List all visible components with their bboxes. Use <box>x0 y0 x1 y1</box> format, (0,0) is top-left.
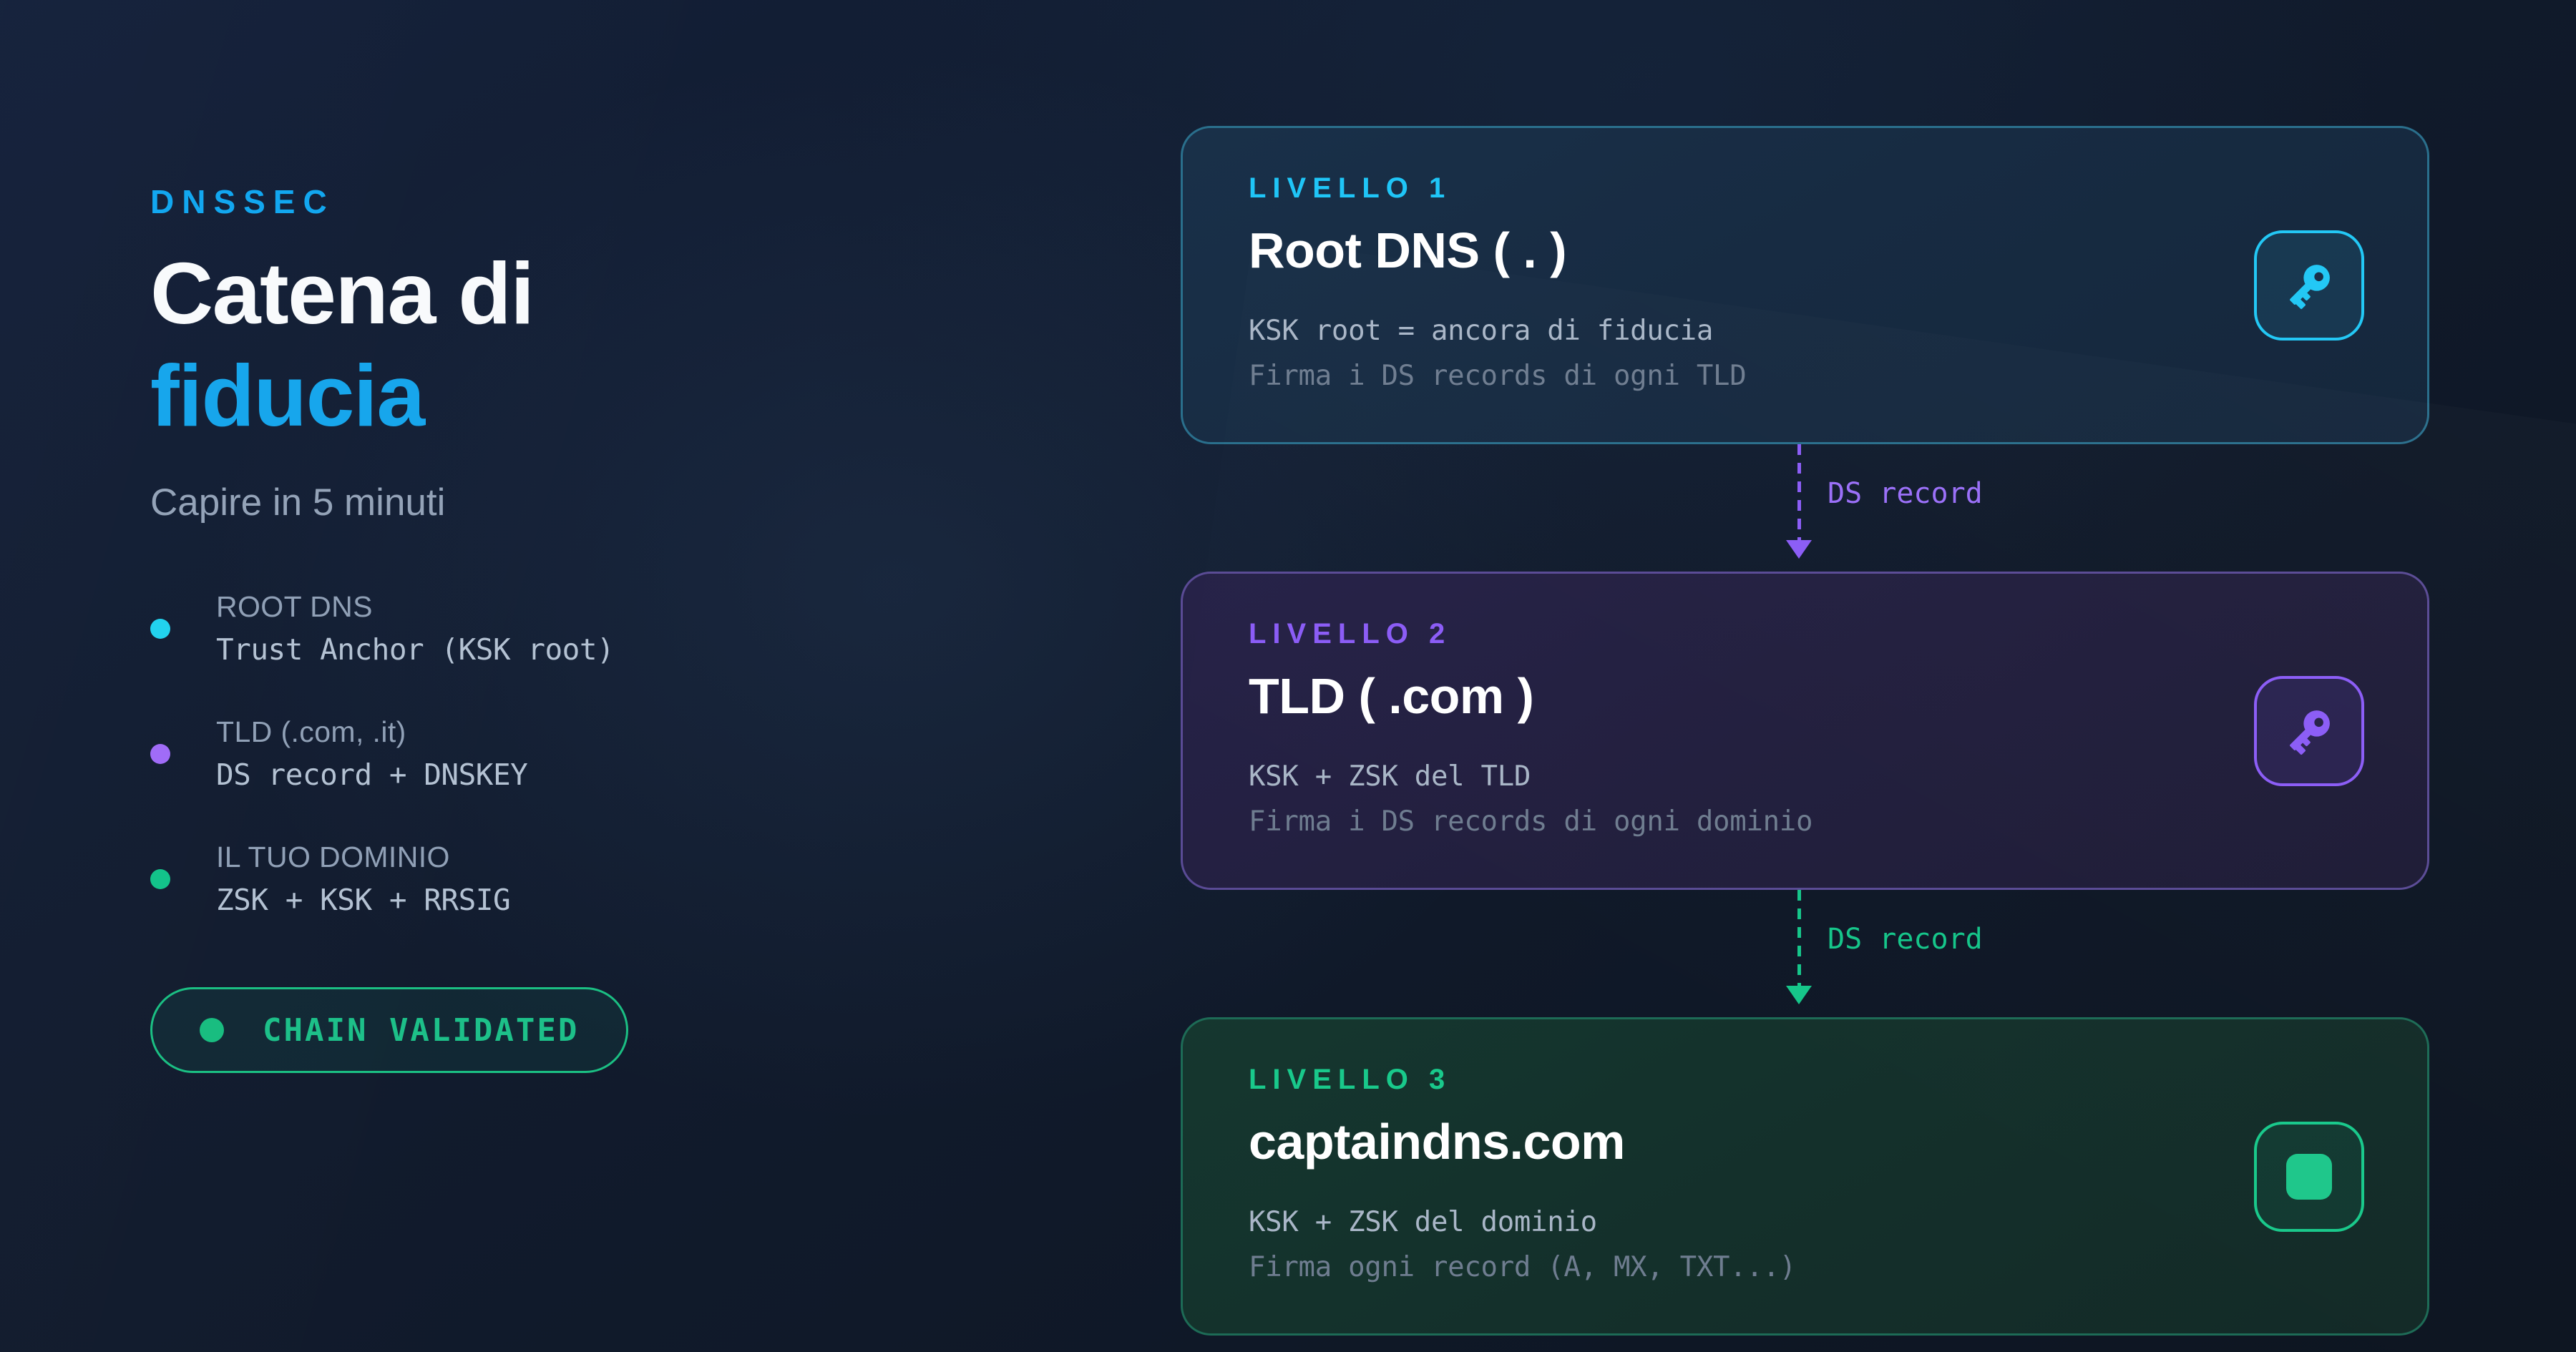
page-title: Catena di fiducia <box>150 243 1038 446</box>
card-icon-frame <box>2254 675 2364 786</box>
card-icon-frame <box>2254 1121 2364 1232</box>
bullet-dot-tld <box>150 743 170 764</box>
title-line-1: Catena di <box>150 245 535 342</box>
list-item: ROOT DNS Trust Anchor (KSK root) <box>150 590 1038 667</box>
card-level-label: LIVELLO 3 <box>1249 1064 1452 1095</box>
hero-panel: DNSSEC Catena di fiducia Capire in 5 min… <box>150 182 1038 1074</box>
connector-label: DS record <box>1828 923 1983 956</box>
chain-card-level-2[interactable]: LIVELLO 2 TLD ( .com ) KSK + ZSK del TLD… <box>1181 572 2429 890</box>
status-dot-icon <box>200 1018 224 1043</box>
connector-arrow-icon <box>1786 986 1812 1004</box>
card-title: captaindns.com <box>1249 1114 1625 1170</box>
card-level-label: LIVELLO 2 <box>1249 618 1452 650</box>
list-item-subtitle: ZSK + KSK + RRSIG <box>216 883 511 918</box>
chain-card-level-1[interactable]: LIVELLO 1 Root DNS ( . ) KSK root = anco… <box>1181 126 2429 444</box>
card-icon-frame <box>2254 230 2364 341</box>
status-badge-label: CHAIN VALIDATED <box>263 1011 580 1049</box>
status-badge[interactable]: CHAIN VALIDATED <box>150 987 629 1074</box>
card-detail-primary: KSK + ZSK del dominio <box>1249 1206 1597 1238</box>
connector-arrow-icon <box>1786 540 1812 559</box>
key-icon <box>2290 710 2330 755</box>
connector-line <box>1797 444 1801 542</box>
list-item-title: TLD (.com, .it) <box>216 715 406 749</box>
list-item-title: ROOT DNS <box>216 590 373 624</box>
chain-card-level-3[interactable]: LIVELLO 3 captaindns.com KSK + ZSK del d… <box>1181 1017 2429 1336</box>
title-line-2: fiducia <box>150 346 425 444</box>
card-detail-primary: KSK root = ancora di fiducia <box>1249 315 1714 347</box>
card-detail-secondary: Firma i DS records di ogni TLD <box>1249 360 1747 392</box>
bullet-dot-root <box>150 618 170 639</box>
connector-line <box>1797 890 1801 987</box>
list-item: TLD (.com, .it) DS record + DNSKEY <box>150 715 1038 792</box>
chain-column: LIVELLO 1 Root DNS ( . ) KSK root = anco… <box>1181 126 2429 1336</box>
list-item-subtitle: DS record + DNSKEY <box>216 758 528 793</box>
page-subtitle: Capire in 5 minuti <box>150 481 446 524</box>
card-detail-secondary: Firma ogni record (A, MX, TXT...) <box>1249 1251 1796 1283</box>
connector-label: DS record <box>1828 477 1983 510</box>
card-title: TLD ( .com ) <box>1249 668 1534 724</box>
list-item-title: IL TUO DOMINIO <box>216 841 450 874</box>
bullet-dot-domain <box>150 868 170 889</box>
connector-level-1-to-2: DS record <box>1181 444 2429 572</box>
card-title: Root DNS ( . ) <box>1249 222 1567 278</box>
key-icon <box>2290 264 2330 309</box>
card-detail-secondary: Firma i DS records di ogni dominio <box>1249 805 1813 838</box>
rounded-square-icon <box>2286 1153 2332 1200</box>
card-detail-primary: KSK + ZSK del TLD <box>1249 760 1531 793</box>
legend-list: ROOT DNS Trust Anchor (KSK root) TLD (.c… <box>150 590 1038 917</box>
list-item-subtitle: Trust Anchor (KSK root) <box>216 632 615 667</box>
card-level-label: LIVELLO 1 <box>1249 172 1452 204</box>
eyebrow-label: DNSSEC <box>150 183 335 220</box>
list-item: IL TUO DOMINIO ZSK + KSK + RRSIG <box>150 841 1038 917</box>
connector-level-2-to-3: DS record <box>1181 890 2429 1017</box>
